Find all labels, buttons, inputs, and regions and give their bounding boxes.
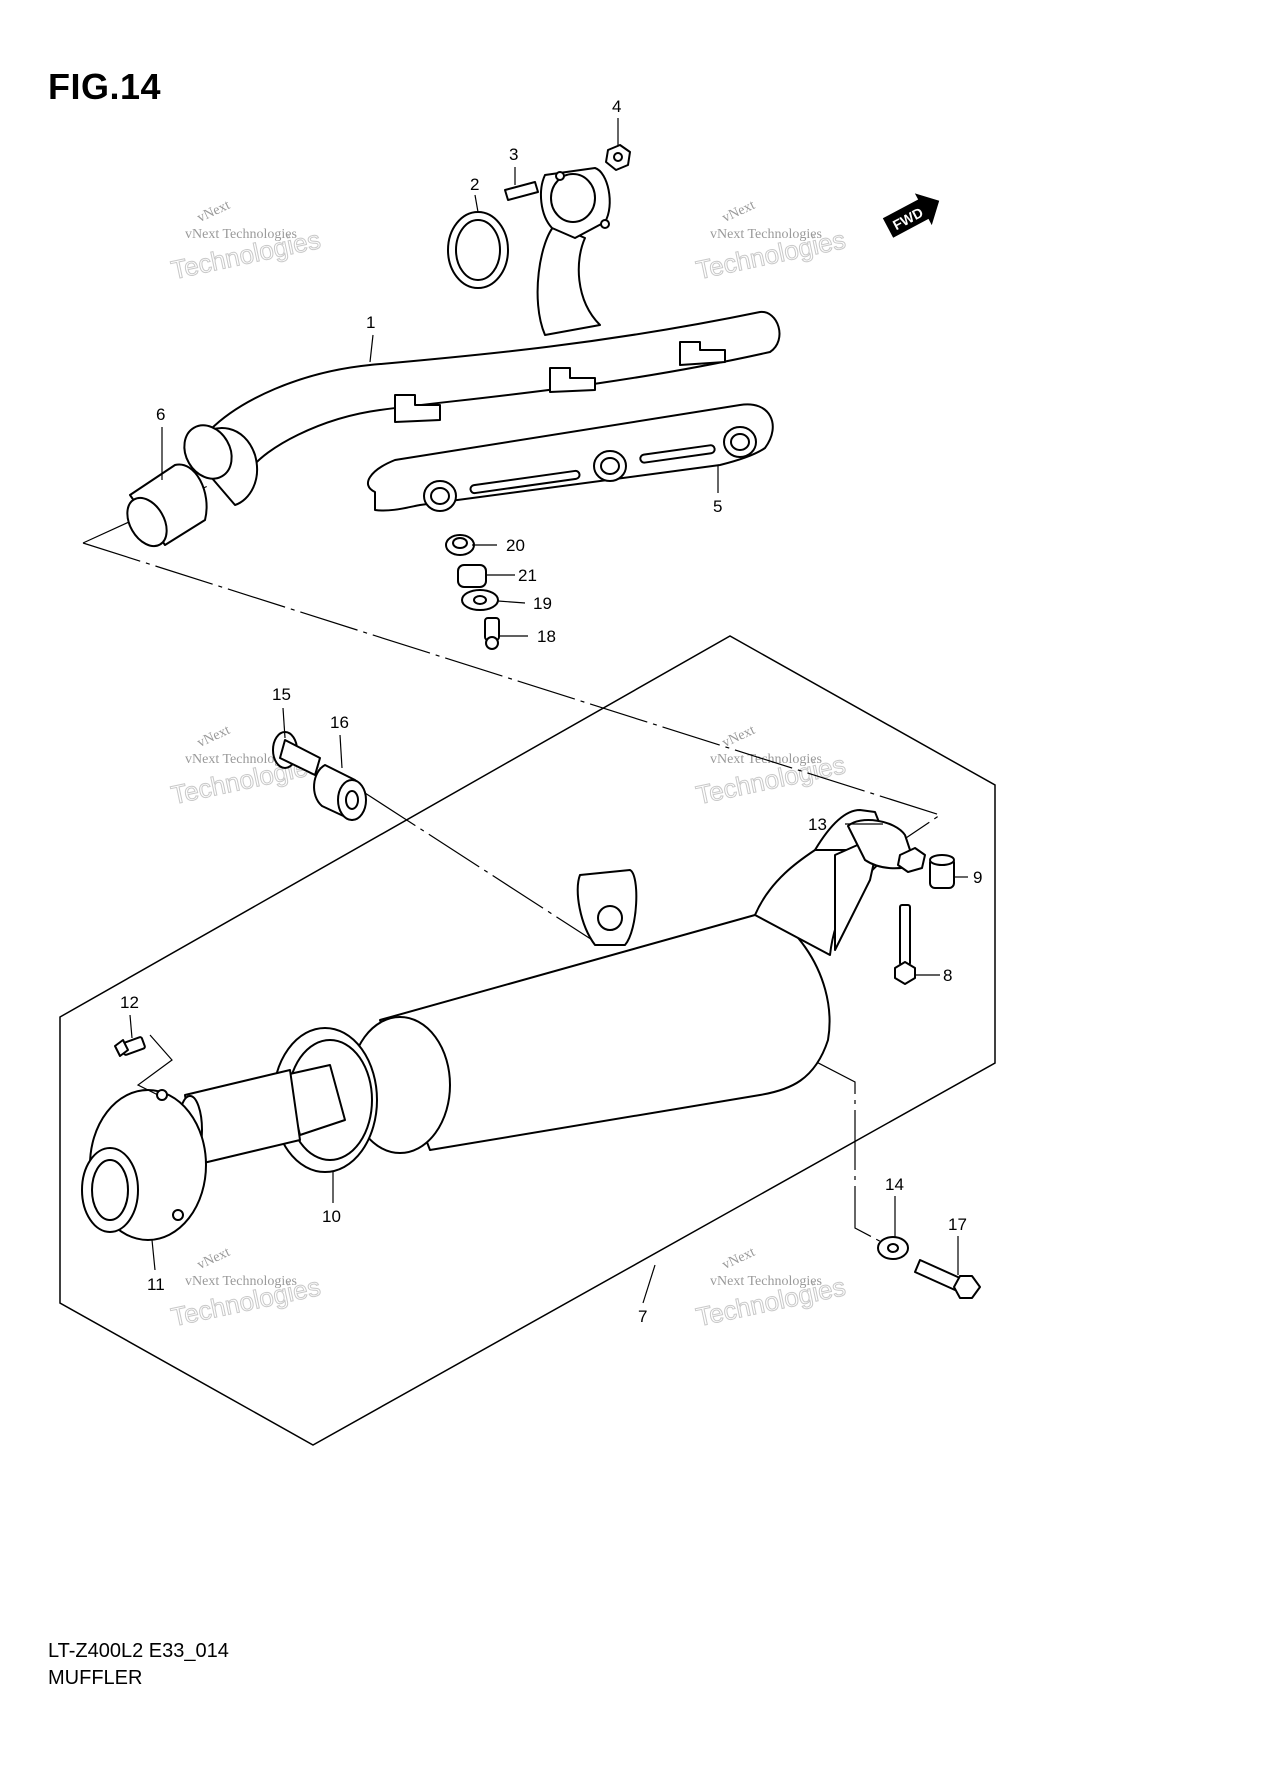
muffler-washer bbox=[877, 1236, 909, 1260]
watermark-tilt: vNext bbox=[195, 723, 232, 751]
heat-shield bbox=[367, 403, 774, 512]
callout-19: 19 bbox=[533, 594, 552, 613]
figure-name: MUFFLER bbox=[48, 1667, 143, 1689]
watermark-small: vNext Technologies bbox=[710, 227, 822, 242]
reference-line-grommet bbox=[364, 792, 601, 946]
callout-18: 18 bbox=[537, 627, 556, 646]
callout-17: 17 bbox=[948, 1215, 967, 1234]
watermark-small: vNext Technologies bbox=[710, 1274, 822, 1289]
watermark-top-left: Technologies vNext vNext Technologies bbox=[168, 198, 324, 286]
watermark-small: vNext Technologies bbox=[185, 752, 297, 767]
muffler-bolt bbox=[914, 1259, 981, 1299]
watermark-mid-right: Technologies vNext vNext Technologies bbox=[693, 723, 849, 811]
heat-shield-hardware bbox=[445, 534, 500, 650]
callout-11: 11 bbox=[147, 1275, 165, 1294]
muffler-assembly-frame bbox=[59, 635, 996, 1446]
forward-arrow-icon: FWD bbox=[882, 193, 940, 238]
watermark-small: vNext Technologies bbox=[185, 227, 297, 242]
callout-1: 1 bbox=[366, 313, 375, 332]
muffler-body bbox=[349, 809, 891, 1154]
end-cap bbox=[81, 1089, 207, 1241]
callout-5: 5 bbox=[713, 497, 722, 516]
callout-16: 16 bbox=[330, 713, 349, 732]
callout-15: 15 bbox=[272, 685, 291, 704]
figure-title: FIG.14 bbox=[48, 66, 162, 107]
exhaust-pipe bbox=[183, 167, 781, 506]
callout-8: 8 bbox=[943, 966, 952, 985]
callout-6: 6 bbox=[156, 405, 165, 424]
reference-line-washer bbox=[609, 954, 888, 1246]
leader-lines bbox=[129, 118, 968, 1304]
end-cap-screw bbox=[114, 1034, 173, 1096]
callout-13: 13 bbox=[808, 815, 827, 834]
callout-4: 4 bbox=[612, 97, 621, 116]
pipe-clamp bbox=[847, 819, 926, 873]
callout-7: 7 bbox=[638, 1307, 647, 1326]
reference-line-pipe-clamp bbox=[82, 542, 942, 843]
callout-14: 14 bbox=[885, 1175, 904, 1194]
gasket bbox=[447, 211, 509, 289]
callout-3: 3 bbox=[509, 145, 518, 164]
callout-9: 9 bbox=[973, 868, 982, 887]
callout-2: 2 bbox=[470, 175, 479, 194]
callout-10: 10 bbox=[322, 1207, 341, 1226]
callout-20: 20 bbox=[506, 536, 525, 555]
clamp-bolt bbox=[894, 904, 916, 985]
watermark-small: vNext Technologies bbox=[185, 1274, 297, 1289]
watermark-tilt: vNext bbox=[720, 198, 757, 226]
watermark-top-right: Technologies vNext vNext Technologies bbox=[693, 198, 849, 286]
watermark-bottom-left: Technologies vNext vNext Technologies bbox=[168, 1245, 324, 1333]
clamp-spacer bbox=[929, 854, 955, 889]
callout-12: 12 bbox=[120, 993, 139, 1012]
callout-21: 21 bbox=[518, 566, 537, 585]
mount-cushion bbox=[313, 764, 367, 821]
figure-code: LT-Z400L2 E33_014 bbox=[48, 1640, 229, 1662]
mount-bolt bbox=[272, 731, 321, 776]
watermark-tilt: vNext bbox=[720, 1245, 757, 1273]
watermark-bottom-right: Technologies vNext vNext Technologies bbox=[693, 1245, 849, 1333]
pipe-sleeve bbox=[126, 463, 208, 548]
nut bbox=[605, 144, 631, 171]
stud-bolt bbox=[504, 181, 539, 201]
watermark-tilt: vNext bbox=[195, 1245, 232, 1273]
watermark-tilt: vNext bbox=[195, 198, 232, 226]
